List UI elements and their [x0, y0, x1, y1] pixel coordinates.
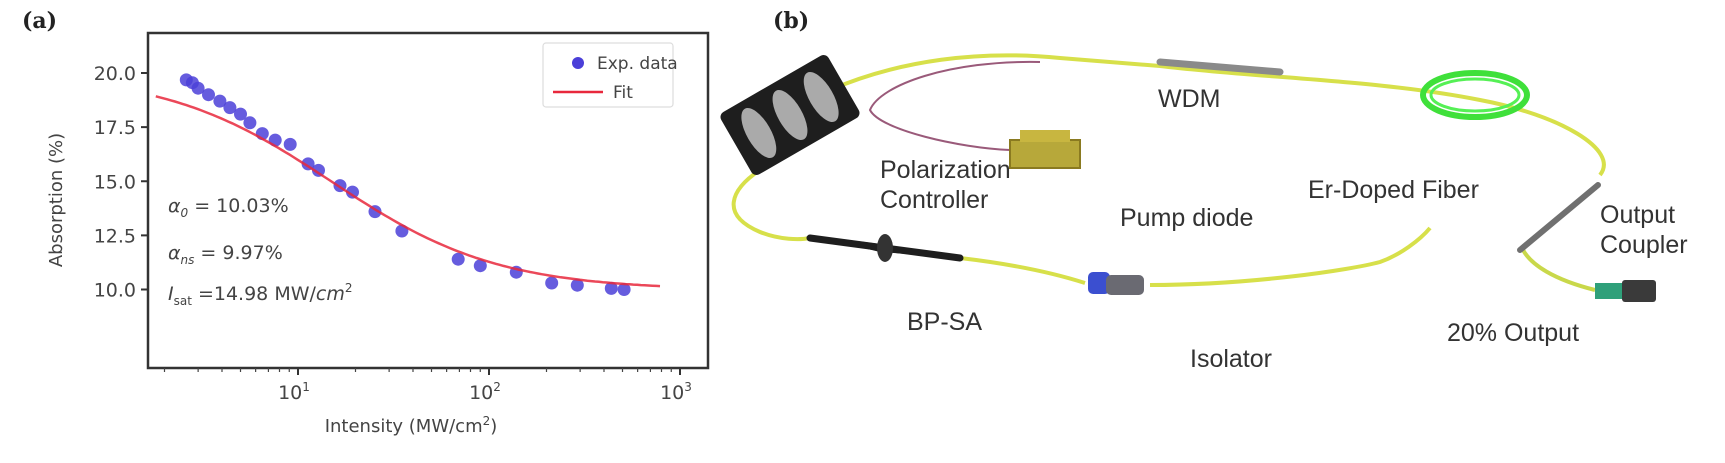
wdm-label: WDM — [1158, 85, 1221, 113]
pump-fiber — [868, 60, 1041, 151]
data-point — [223, 101, 237, 115]
data-point — [346, 185, 359, 199]
data-point — [213, 94, 227, 108]
y-tick-label: 15.0 — [94, 171, 136, 193]
output-coupler-label: Output Coupler — [1600, 200, 1688, 260]
legend-exp-label: Exp. data — [597, 54, 678, 74]
fit-curve — [155, 95, 661, 288]
er-doped-fiber-label: Er-Doped Fiber — [1308, 176, 1479, 204]
output-connector — [1595, 280, 1656, 302]
data-point — [191, 81, 205, 95]
legend-exp-marker — [572, 57, 584, 69]
alpha0-annotation: α0 = 10.03% — [168, 195, 289, 220]
x-axis-label: Intensity (MW/cm2) — [325, 414, 498, 437]
plot-area — [146, 31, 710, 370]
pump-diode-component — [1009, 130, 1081, 169]
er-coil-inner — [1429, 77, 1521, 113]
output-coupler-component — [1517, 182, 1601, 253]
data-point — [283, 137, 297, 151]
x-tick-label: 101 — [278, 380, 310, 404]
data-point — [545, 276, 559, 290]
data-point — [243, 116, 257, 130]
data-point — [570, 278, 584, 292]
data-point — [234, 107, 247, 121]
data-point — [604, 281, 618, 295]
legend-fit-label: Fit — [613, 83, 633, 103]
isolator-label: Isolator — [1190, 345, 1272, 373]
polarization-label-line1: Polarization — [880, 156, 1011, 184]
absorption-chart: 20.0 17.5 15.0 12.5 10.0 101 102 103 Absorptio… — [46, 31, 710, 437]
panel-a-label: (a) — [22, 8, 58, 34]
y-tick-label: 10.0 — [94, 280, 136, 302]
panel-b-label: (b) — [773, 8, 810, 34]
data-point — [312, 163, 325, 177]
data-point — [451, 252, 465, 266]
x-axis-ticks: 101 102 103 — [163, 368, 692, 404]
output-coupler-label-line1: Output — [1600, 201, 1676, 229]
pump-diode-label: Pump diode — [1120, 204, 1254, 232]
y-axis-ticks: 20.0 17.5 15.0 12.5 10.0 — [94, 63, 148, 302]
output-branch-fiber — [1520, 247, 1596, 292]
x-tick-label: 103 — [660, 380, 692, 404]
polarization-controller-label: Polarization Controller — [880, 155, 1011, 215]
bp-sa-label: BP-SA — [907, 308, 983, 336]
data-point — [202, 88, 215, 102]
isat-annotation: Isat =14.98 MW/cm2 — [168, 281, 353, 308]
data-point — [617, 283, 631, 296]
x-tick-label: 102 — [469, 380, 501, 404]
isolator-component — [1088, 272, 1144, 295]
data-point — [473, 259, 487, 273]
alpha-ns-annotation: αns = 9.97% — [168, 242, 283, 267]
wdm-component — [1156, 58, 1284, 76]
y-tick-label: 12.5 — [94, 225, 136, 247]
output-coupler-label-line2: Coupler — [1600, 231, 1688, 259]
output-20-label: 20% Output — [1447, 319, 1580, 347]
bp-sa-component — [806, 234, 964, 262]
y-tick-label: 17.5 — [94, 117, 136, 139]
fiber-loop-left — [731, 168, 811, 242]
y-tick-label: 20.0 — [94, 63, 136, 85]
legend: Exp. data Fit — [542, 42, 678, 108]
y-axis-label: Absorption (%) — [46, 133, 67, 267]
er-doped-fiber-coil — [1420, 70, 1530, 120]
polarization-label-line2: Controller — [880, 186, 989, 214]
fiber-loop-bottom — [959, 226, 1432, 287]
